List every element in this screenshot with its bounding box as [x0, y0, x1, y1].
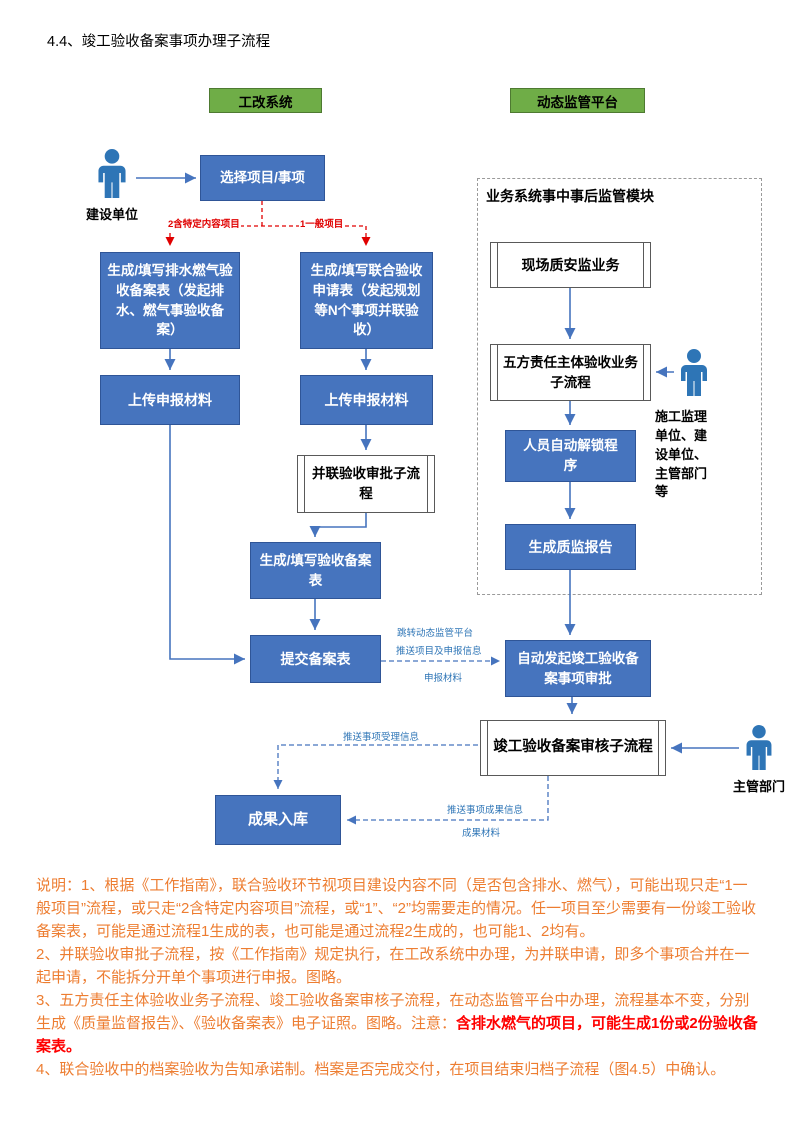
- actor-authority-label: 主管部门: [732, 779, 785, 794]
- lane-header-reform-system: 工改系统: [209, 88, 322, 113]
- node-label: 五方责任主体验收业务子流程: [503, 354, 638, 390]
- node-submit-record-form: 提交备案表: [250, 635, 381, 683]
- note-2: 2、并联验收审批子流程，按《工作指南》规定执行，在工改系统中办理，为并联申请，即…: [36, 946, 750, 986]
- dashed-review-to-archive-accept: [273, 744, 478, 789]
- node-five-parties-subprocess: 五方责任主体验收业务子流程: [490, 344, 651, 401]
- lane-header-supervision-platform: 动态监管平台: [510, 88, 645, 113]
- node-label: 自动发起竣工验收备案事项审批: [517, 650, 639, 686]
- node-label: 选择项目/事项: [220, 170, 305, 186]
- node-gen-quality-report: 生成质监报告: [505, 524, 636, 570]
- actor-construction-unit-label: 建设单位: [85, 207, 138, 222]
- node-auto-initiate-review: 自动发起竣工验收备案事项审批: [505, 640, 651, 697]
- node-label: 提交备案表: [280, 650, 351, 667]
- page-title: 4.4、竣工验收备案事项办理子流程: [47, 34, 271, 50]
- node-gen-record-form: 生成/填写验收备案表: [250, 542, 381, 599]
- note-3: 3、五方责任主体验收业务子流程、竣工验收备案审核子流程，在动态监管平台中办理，流…: [36, 989, 758, 1058]
- node-label: 现场质安监业务: [521, 256, 620, 273]
- branch-label-special: 2含特定内容项目: [167, 216, 241, 230]
- node-select-project: 选择项目/事项: [200, 155, 325, 201]
- edge-label-result-materials: 成果材料: [462, 828, 501, 839]
- node-site-quality-safety: 现场质安监业务: [490, 242, 651, 288]
- edge-label-jump-platform: 跳转动态监管平台: [397, 628, 474, 639]
- node-joint-approval-subprocess: 并联验收审批子流程: [297, 455, 435, 513]
- person-icon: [98, 149, 126, 198]
- notes-block: 说明：1、根据《工作指南》，联合验收环节视项目建设内容不同（是否包含排水、燃气）…: [36, 874, 758, 1081]
- note-3-text: 3、五方责任主体验收业务子流程、竣工验收备案审核子流程，在动态监管平台中办理，流…: [36, 992, 750, 1032]
- node-gen-drainage-form: 生成/填写排水燃气验收备案表（发起排水、燃气事验收备案）: [100, 252, 240, 349]
- supervision-module-container: [477, 178, 762, 595]
- node-label: 生成/填写排水燃气验收备案表（发起排水、燃气事验收备案）: [107, 263, 233, 338]
- node-gen-joint-form: 生成/填写联合验收申请表（发起规划等N个事项并联验收）: [300, 252, 433, 349]
- lane-header-label: 动态监管平台: [537, 94, 618, 110]
- edge-label-push-project-info: 推送项目及申报信息: [396, 646, 482, 657]
- node-label: 并联验收审批子流程: [312, 466, 420, 501]
- node-label: 生成质监报告: [528, 538, 613, 555]
- node-archive-results: 成果入库: [215, 795, 341, 845]
- arrow-jointapproval-to-genrecord: [309, 513, 367, 537]
- node-label: 人员自动解锁程序: [523, 438, 618, 473]
- node-record-review-subprocess: 竣工验收备案审核子流程: [480, 720, 666, 776]
- node-label: 生成/填写联合验收申请表（发起规划等N个事项并联验收）: [310, 263, 423, 338]
- person-icon: [681, 349, 707, 396]
- lane-header-label: 工改系统: [238, 94, 293, 110]
- note-4: 4、联合验收中的档案验收为告知承诺制。档案是否完成交付，在项目结束归档子流程（图…: [36, 1061, 726, 1078]
- node-auto-unlock: 人员自动解锁程序: [505, 430, 636, 482]
- edge-label-push-acceptance-info: 推送事项受理信息: [343, 732, 420, 743]
- arrow-uploadleft-to-submit: [169, 425, 245, 665]
- note-1: 说明：1、根据《工作指南》，联合验收环节视项目建设内容不同（是否包含排水、燃气）…: [36, 877, 756, 940]
- supervision-module-label: 业务系统事中事后监管模块: [486, 188, 654, 204]
- person-icon: [746, 724, 772, 770]
- actor-supervision-units-label: 施工监理单位、建设单位、主管部门等: [655, 409, 708, 500]
- node-label: 生成/填写验收备案表: [259, 552, 372, 588]
- edge-label-declare-materials: 申报材料: [424, 673, 463, 684]
- node-upload-materials-left: 上传申报材料: [100, 375, 240, 425]
- node-label: 上传申报材料: [128, 391, 212, 408]
- node-label: 成果入库: [247, 811, 308, 829]
- node-upload-materials-mid: 上传申报材料: [300, 375, 433, 425]
- branch-label-general: 1一般项目: [299, 216, 345, 230]
- edge-label-push-result-info: 推送事项成果信息: [447, 805, 524, 816]
- note-3-highlight: 含排水燃气的项目，可能生成1份或2份验收备案表。: [36, 1015, 758, 1055]
- node-label: 竣工验收备案审核子流程: [493, 739, 653, 756]
- node-label: 上传申报材料: [324, 391, 409, 408]
